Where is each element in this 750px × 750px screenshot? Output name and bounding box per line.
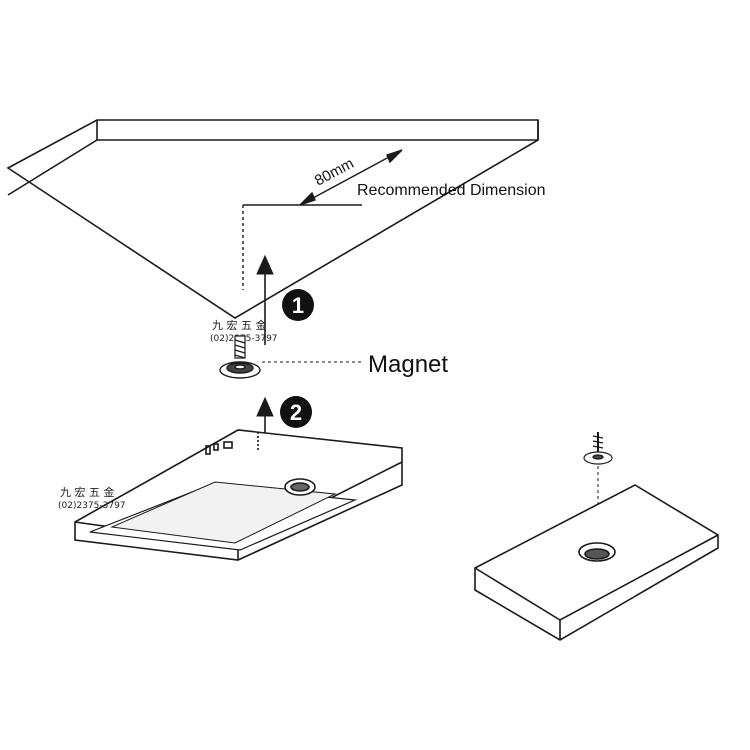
svg-text:2: 2 — [290, 400, 302, 425]
svg-text:1: 1 — [292, 293, 304, 318]
recommended-dimension-label: Recommended Dimension — [357, 182, 546, 199]
tray-device — [74, 429, 403, 561]
step-1-badge: 1 — [282, 289, 314, 321]
cabinet-panel — [6, 119, 539, 319]
watermark-name: 九 宏 五 金 — [212, 318, 267, 332]
screw-small — [583, 432, 613, 465]
mounting-block — [474, 484, 719, 641]
step-2-badge: 2 — [280, 396, 312, 428]
dimension-line — [242, 149, 403, 290]
screw — [234, 335, 246, 359]
magnet-disc — [219, 361, 261, 379]
magnet-label: Magnet — [368, 351, 448, 378]
step-1-arrow — [256, 254, 274, 345]
watermark-name: 九 宏 五 金 — [60, 485, 115, 499]
watermark-phone: (02)2375-3797 — [58, 501, 126, 511]
